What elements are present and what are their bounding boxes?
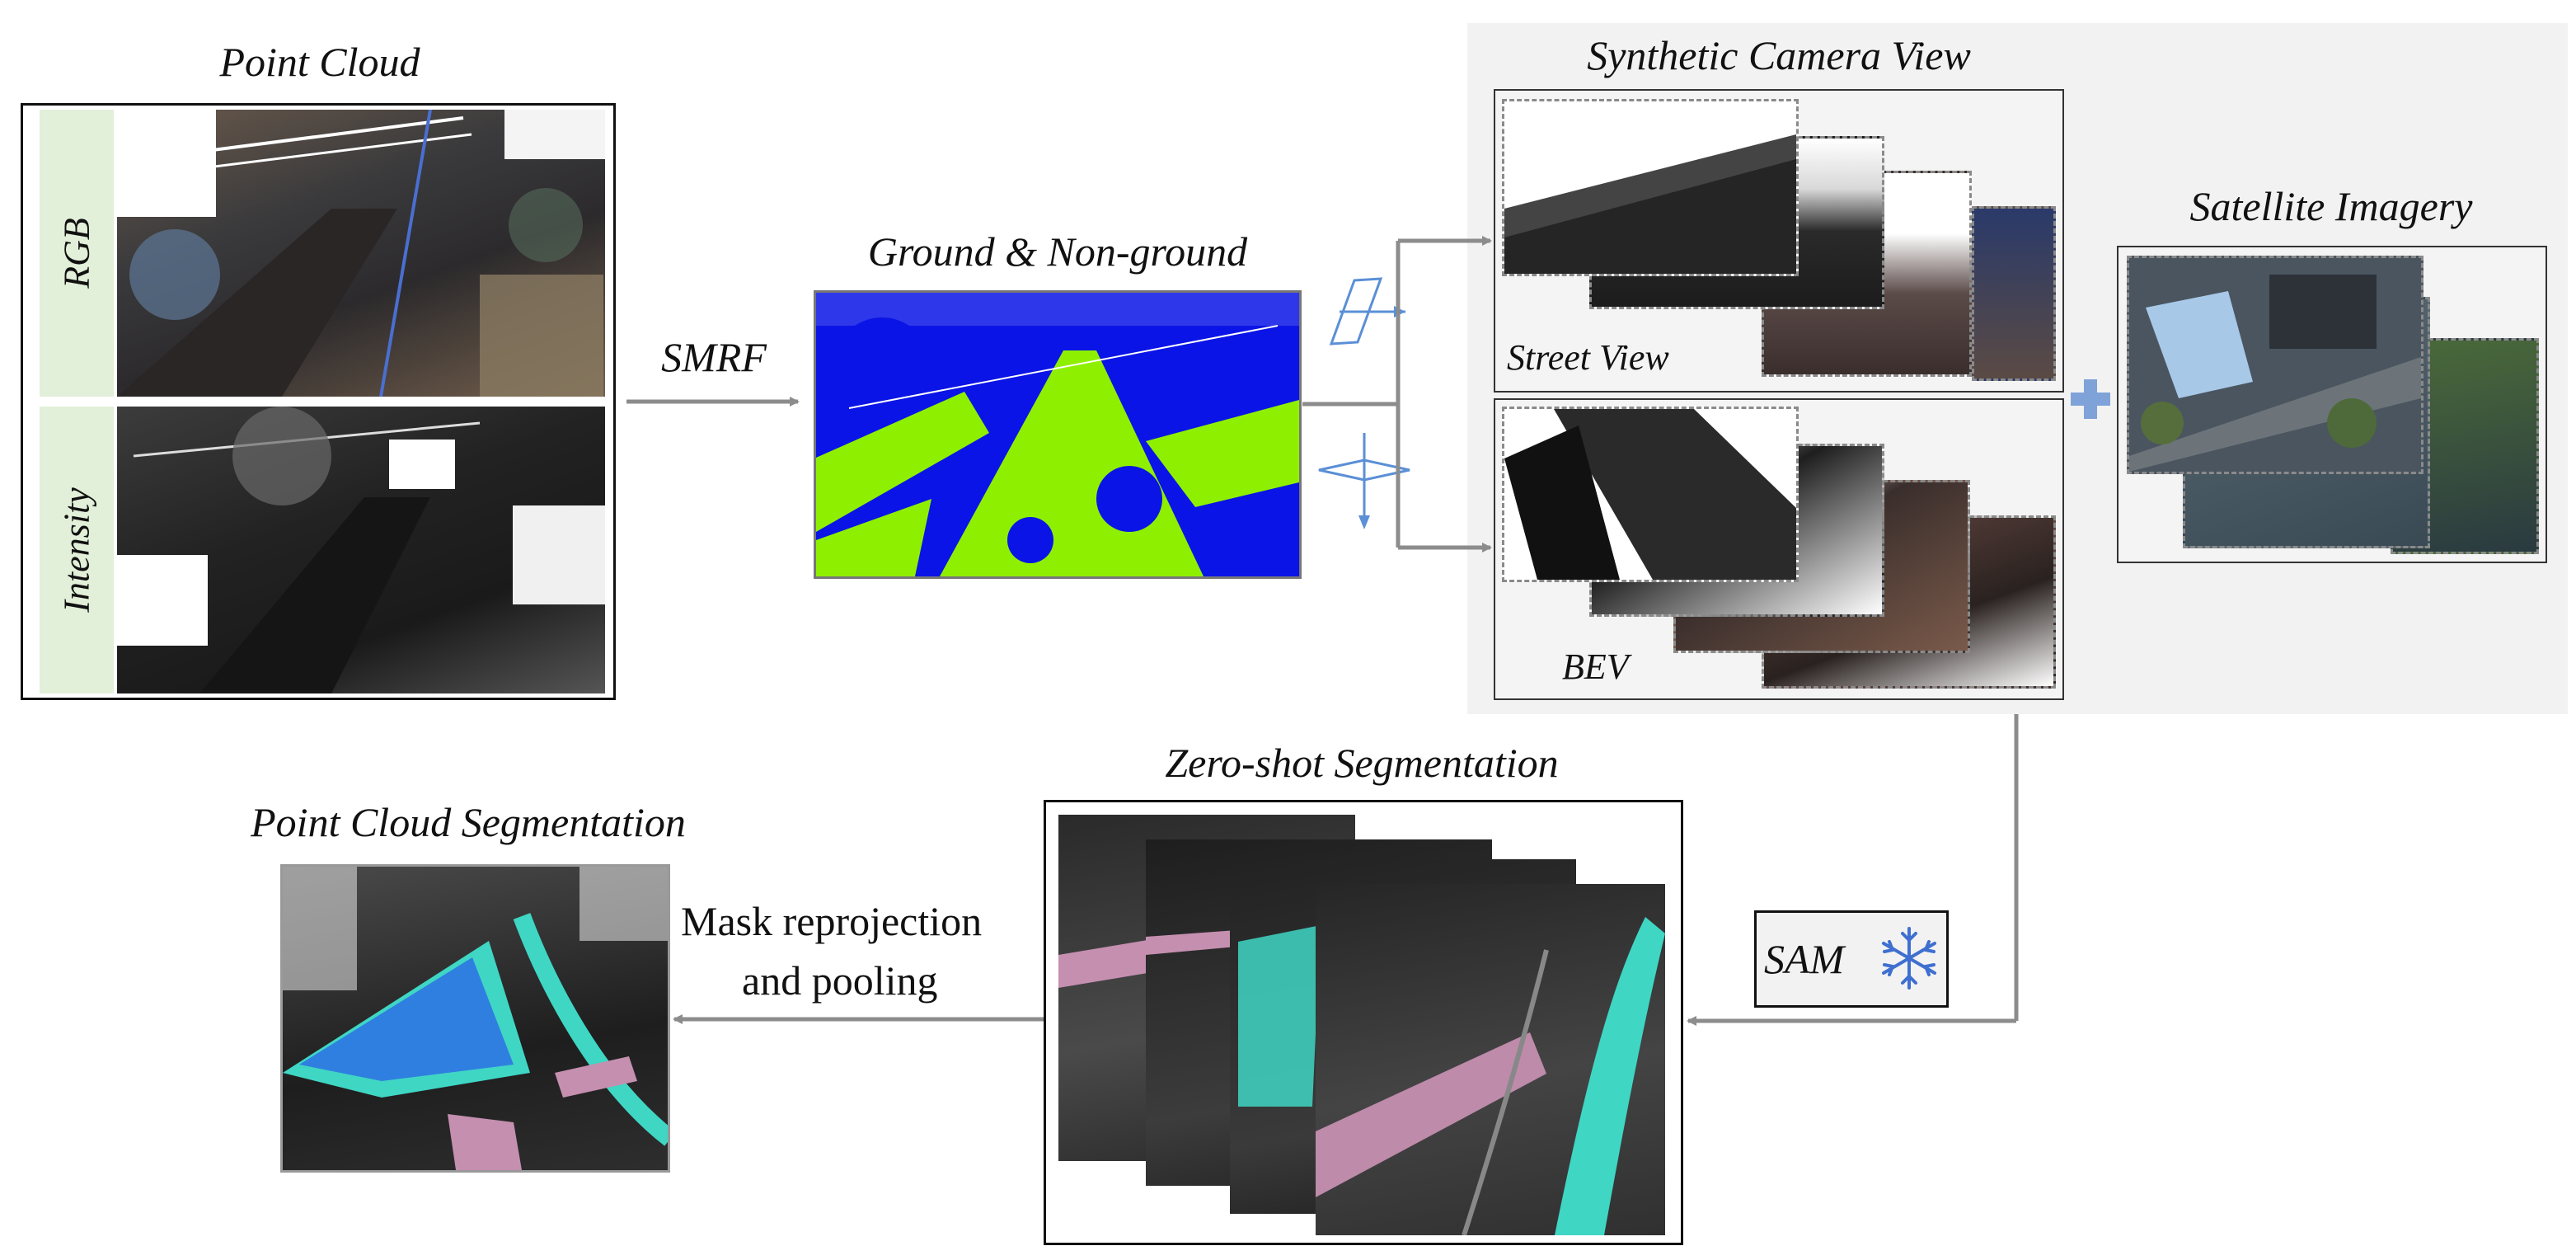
smrf-label: SMRF (661, 334, 767, 380)
rgb-label-box: RGB (40, 110, 114, 397)
zero-shot-title: Zero-shot Segmentation (1165, 740, 1559, 786)
snowflake-icon (1882, 927, 1936, 990)
bev-label: BEV (1562, 646, 1629, 687)
point-cloud-frame (21, 103, 616, 700)
ground-nonground-image (814, 290, 1302, 579)
rgb-scene-sketch (117, 110, 605, 397)
camera-plane-vertical-icon (1318, 433, 1410, 529)
bev-layer-1 (1502, 407, 1799, 582)
zero-shot-layer-3-sketch (1238, 925, 1321, 1107)
satellite-layer-1 (2127, 256, 2424, 474)
street-view-label: Street View (1507, 337, 1669, 378)
zero-shot-layer-4 (1316, 884, 1665, 1235)
mask-reprojection-line1: Mask reprojection (681, 898, 983, 944)
satellite-sketch (2129, 275, 2421, 472)
street-view-sketch (1504, 134, 1796, 274)
ground-segmentation-sketch (816, 293, 1299, 576)
pc-segmentation-image (280, 864, 670, 1173)
pc-segmentation-title: Point Cloud Segmentation (251, 799, 686, 845)
intensity-point-cloud-image (117, 407, 605, 693)
street-view-layer-1 (1502, 99, 1799, 276)
sam-label: SAM (1764, 936, 1845, 982)
zero-shot-layer-1-sketch (1058, 938, 1157, 988)
sam-box (1754, 910, 1949, 1008)
intensity-label-box: Intensity (40, 407, 114, 693)
intensity-scene-sketch (117, 407, 605, 693)
zero-shot-layer-2-sketch (1146, 930, 1236, 955)
pc-segmentation-sketch (283, 867, 668, 1170)
satellite-imagery-title: Satellite Imagery (2189, 183, 2473, 229)
street-view-layer-4 (1972, 206, 2056, 381)
mask-reprojection-line2: and pooling (742, 957, 938, 1004)
zero-shot-layer-4-sketch (1316, 917, 1665, 1235)
point-cloud-title: Point Cloud (219, 39, 420, 85)
bev-sketch (1504, 409, 1796, 580)
rgb-point-cloud-image (117, 110, 605, 397)
plus-icon (2071, 379, 2110, 419)
synthetic-camera-view-title: Synthetic Camera View (1587, 32, 1971, 78)
zero-shot-frame (1044, 800, 1683, 1245)
ground-nonground-title: Ground & Non-ground (867, 228, 1248, 275)
